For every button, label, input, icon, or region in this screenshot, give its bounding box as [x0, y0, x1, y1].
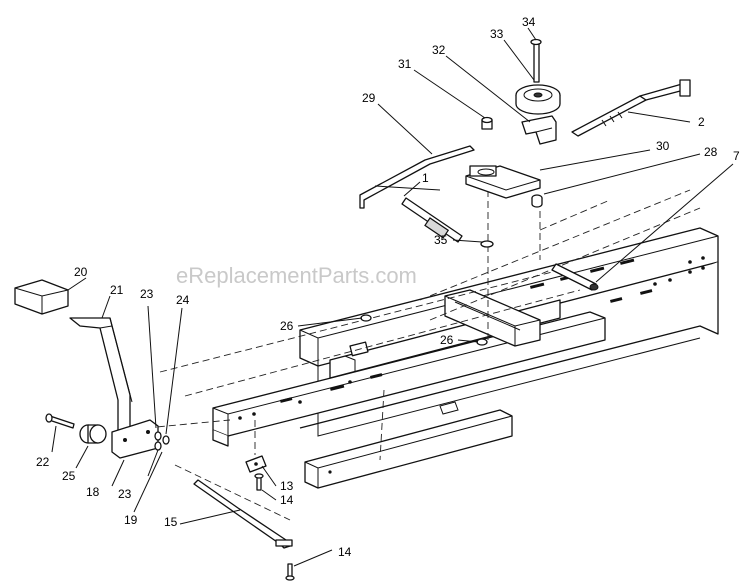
callout-18: 18: [86, 485, 100, 499]
callout-23-lower: 23: [118, 487, 132, 501]
callout-28: 28: [704, 145, 718, 159]
leader-lines: [51, 27, 734, 567]
watermark: eReplacementParts.com: [176, 263, 417, 288]
bolt-34: [530, 38, 542, 83]
washer-26-left: [360, 314, 372, 322]
cross-member: [444, 289, 541, 347]
callout-30: 30: [656, 139, 670, 153]
clip-13: [245, 455, 267, 473]
callout-35: 35: [434, 233, 448, 247]
callout-20: 20: [74, 265, 88, 279]
callout-34: 34: [522, 15, 536, 29]
bolt-14-lower: [285, 563, 295, 581]
callout-19: 19: [124, 513, 138, 527]
callout-15: 15: [164, 515, 178, 529]
callouts: 34 33 32 31 29 2 30 28 1 7 35 20 21 23 2…: [36, 15, 740, 559]
bushing-31: [481, 116, 493, 130]
callout-29: 29: [362, 91, 376, 105]
plate-30: [465, 165, 541, 199]
callout-26-right: 26: [440, 333, 454, 347]
lever-29: [359, 145, 475, 209]
rod-15: [193, 479, 293, 549]
pin-7: [551, 263, 599, 291]
linkage-rod-2: [571, 79, 691, 137]
callout-14-lower: 14: [338, 545, 352, 559]
spacer-35: [480, 240, 494, 248]
callout-1: 1: [422, 171, 429, 185]
callout-33: 33: [490, 27, 504, 41]
callout-14-upper: 14: [280, 493, 294, 507]
bushing-25: [79, 424, 107, 444]
callout-24: 24: [176, 293, 190, 307]
bracket-32: [521, 115, 557, 145]
callout-25: 25: [62, 469, 76, 483]
callout-13: 13: [280, 479, 294, 493]
callout-21: 21: [110, 283, 124, 297]
bolt-22: [45, 413, 75, 429]
callout-31: 31: [398, 57, 412, 71]
nut-28: [531, 194, 543, 208]
spring-1: [401, 197, 463, 243]
pulley-33: [515, 84, 561, 115]
callout-32: 32: [432, 43, 446, 57]
pedal-pad-20: [14, 279, 69, 315]
callout-22: 22: [36, 455, 50, 469]
bolt-14-upper: [254, 473, 264, 491]
washer-26-right: [476, 338, 488, 346]
callout-2: 2: [698, 115, 705, 129]
lower-rail: [304, 401, 513, 489]
callout-26-left: 26: [280, 319, 294, 333]
callout-23-upper: 23: [140, 287, 154, 301]
callout-7: 7: [733, 149, 740, 163]
